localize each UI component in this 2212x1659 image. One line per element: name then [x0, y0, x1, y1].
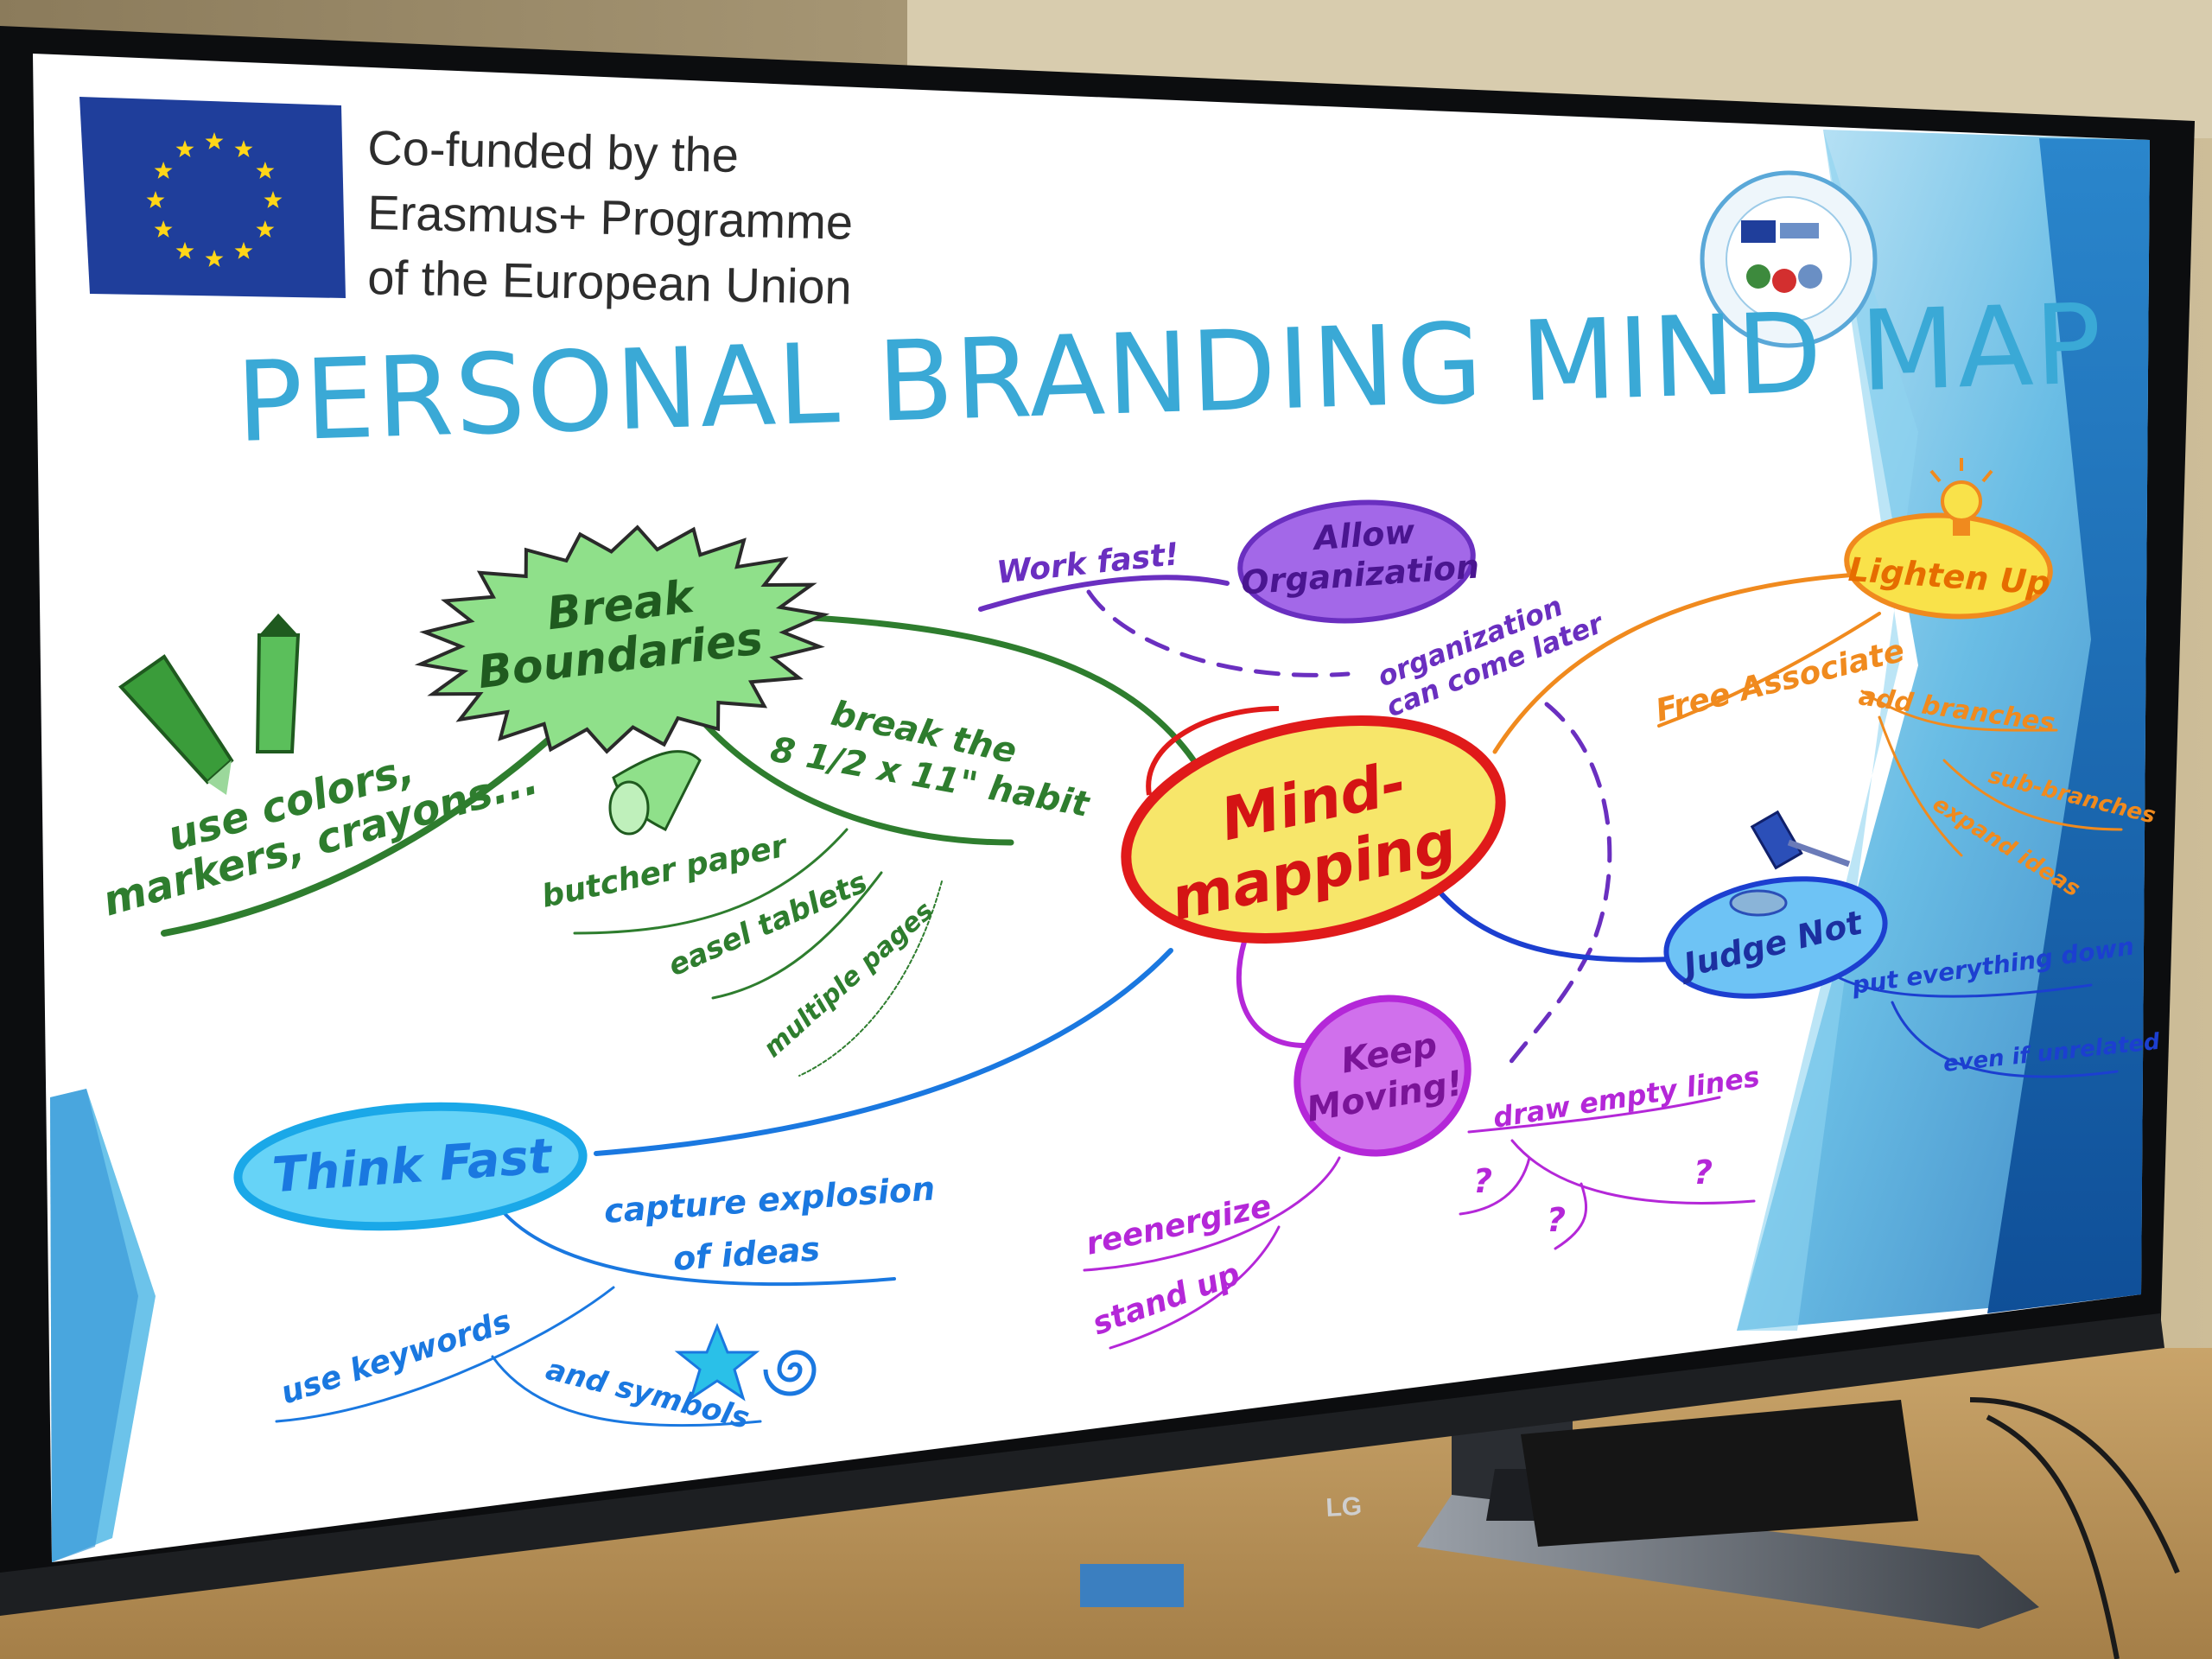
eu-star	[256, 220, 275, 238]
markers-icon	[118, 613, 301, 795]
eu-star	[146, 191, 165, 208]
node-allow-organization: Allow Organization	[1237, 499, 1480, 624]
cofunded-line-1: Co-funded by the	[367, 120, 740, 182]
node-lighten-up: Lighten Up	[1844, 512, 2053, 620]
node-think-fast: Think Fast	[233, 1102, 588, 1231]
cofunded-line-3: of the European Union	[367, 250, 853, 315]
eu-star	[234, 140, 253, 157]
eu-star	[154, 162, 173, 179]
mindmap-branches	[161, 572, 2123, 1427]
gavel-icon	[1729, 810, 1851, 917]
node-mind-mapping: Mind- mapping	[1121, 706, 1506, 944]
node-keep-moving: Keep Moving!	[1294, 995, 1471, 1157]
star-icon	[674, 1322, 760, 1402]
eu-star	[154, 220, 173, 238]
question-mark-2: ?	[1547, 1201, 1566, 1239]
question-mark-1: ?	[1473, 1162, 1492, 1200]
eu-star	[175, 241, 194, 259]
eu-star	[175, 140, 194, 157]
allow-organization-line-1: Allow	[1310, 512, 1416, 557]
project-seal-icon	[1700, 170, 1878, 348]
cofunded-line-2: Erasmus+ Programme	[367, 185, 854, 250]
cables	[1969, 1397, 2180, 1659]
eu-star	[205, 132, 224, 149]
tv-brand-logo: LG	[1325, 1492, 1363, 1522]
eu-star	[234, 241, 253, 259]
lightbulb-icon	[1929, 458, 1993, 536]
spiral-icon	[763, 1350, 817, 1396]
eu-star	[264, 191, 283, 208]
cofunded-notice: Co-funded by the Erasmus+ Programme of t…	[367, 120, 854, 315]
eu-star	[205, 250, 224, 267]
node-break-boundaries: Break Boundaries	[414, 524, 830, 754]
paper-roll-icon	[608, 750, 702, 836]
node-judge-not: Judge Not	[1663, 876, 1888, 999]
question-mark-3: ?	[1694, 1154, 1713, 1192]
eu-star	[256, 162, 275, 179]
eu-flag-icon	[79, 97, 346, 298]
